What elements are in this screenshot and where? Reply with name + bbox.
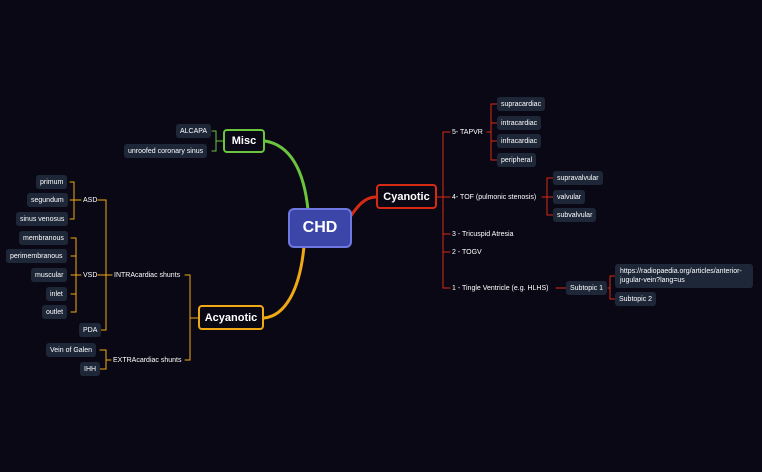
vsd-item-membranous[interactable]: membranous — [19, 231, 68, 245]
tapvr-item-infracardiac[interactable]: infracardiac — [497, 134, 542, 148]
tapvr-item-supracardiac[interactable]: supracardiac — [497, 97, 546, 111]
tof-item-supravalvular[interactable]: supravalvular — [553, 171, 603, 185]
tof-node[interactable]: 4- TOF (pulmonic stenosis) — [452, 193, 537, 201]
misc-branch-line — [263, 139, 310, 212]
vsd-node[interactable]: VSD — [83, 271, 98, 279]
asd-item-sinus-venosus[interactable]: sinus venosus — [16, 212, 69, 226]
vsd-item-perimembranous[interactable]: perimembranous — [6, 249, 67, 263]
vsd-item-muscular[interactable]: muscular — [31, 268, 68, 282]
asd-item-primum[interactable]: primum — [36, 175, 68, 189]
misc-item-alcapa[interactable]: ALCAPA — [176, 124, 212, 138]
tapvr-item-peripheral[interactable]: peripheral — [497, 153, 537, 167]
single-ventricle-node[interactable]: 1 - Tingle Ventricle (e.g. HLHS) — [452, 284, 549, 292]
subtopic-1-url-link[interactable]: https://radiopaedia.org/articles/anterio… — [615, 264, 753, 288]
tapvr-item-intracardiac[interactable]: intracardiac — [497, 116, 542, 130]
subtopic2-line — [609, 287, 616, 300]
misc-node[interactable]: Misc — [223, 129, 265, 153]
intracardiac-shunts-node[interactable]: INTRAcardiac shunts — [114, 271, 181, 279]
tof-item-subvalvular[interactable]: subvalvular — [553, 208, 597, 222]
extracardiac-shunts-node[interactable]: EXTRAcardiac shunts — [113, 356, 182, 364]
cyanotic-node[interactable]: Cyanotic — [376, 184, 437, 209]
vsd-item-inlet[interactable]: inlet — [46, 287, 67, 301]
pda-node[interactable]: PDA — [79, 323, 102, 337]
extra-item-ihh[interactable]: IHH — [80, 362, 101, 376]
acyanotic-branch-line — [262, 244, 306, 320]
acyanotic-node[interactable]: Acyanotic — [198, 305, 264, 330]
misc-alcapa-line — [211, 130, 224, 142]
subtopic-2-node[interactable]: Subtopic 2 — [615, 292, 657, 306]
asd-node[interactable]: ASD — [83, 196, 98, 204]
asd-item-segundum[interactable]: segundum — [27, 193, 68, 207]
misc-unroofed-line — [211, 140, 217, 152]
tof-item-valvular[interactable]: valvular — [553, 190, 586, 204]
tricuspid-atresia-node[interactable]: 3 - Tricuspid Atresia — [452, 230, 514, 238]
togv-node[interactable]: 2 - TOGV — [452, 248, 482, 256]
subtopic-1-node[interactable]: Subtopic 1 — [566, 281, 608, 295]
extra-item-vein-of-galen[interactable]: Vein of Galen — [46, 343, 97, 357]
tapvr-node[interactable]: 5- TAPVR — [452, 128, 483, 136]
subtopic1-url-line — [607, 275, 616, 289]
cyanotic-branch-line — [346, 195, 378, 222]
misc-item-unroofed-coronary-sinus[interactable]: unroofed coronary sinus — [124, 144, 208, 158]
root-node[interactable]: CHD — [290, 210, 350, 246]
vsd-item-outlet[interactable]: outlet — [42, 305, 68, 319]
